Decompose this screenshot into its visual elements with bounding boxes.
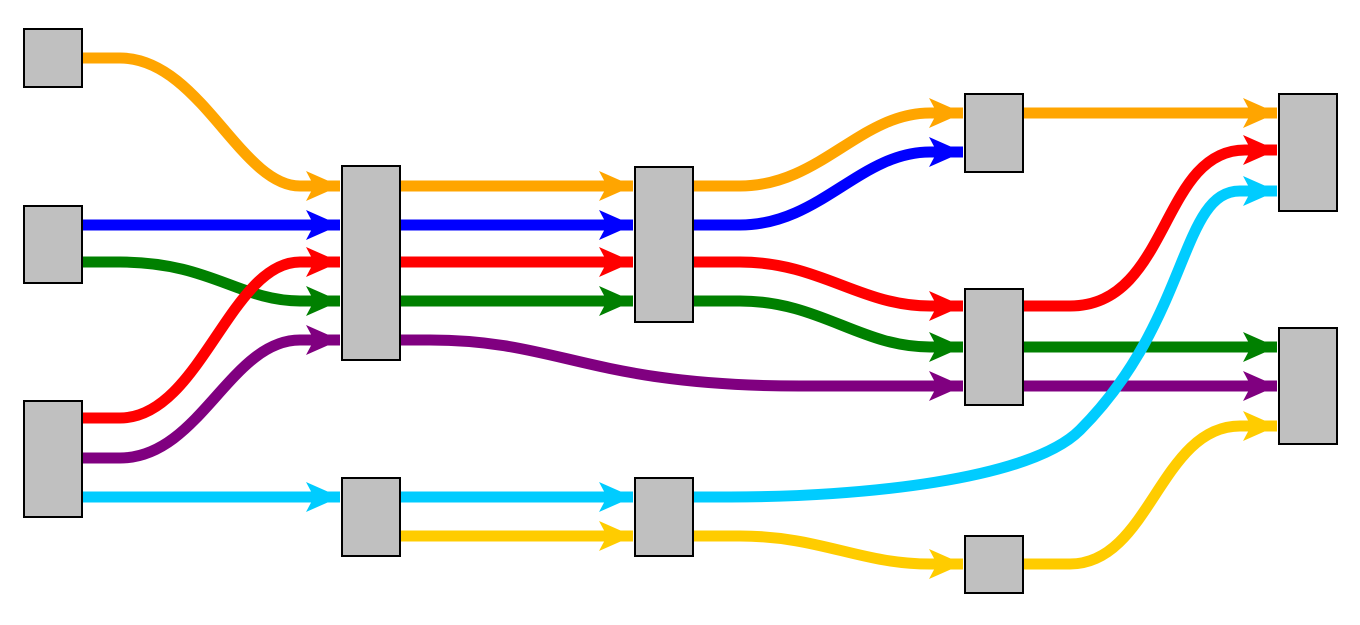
- flow-purple-hubA-hubF: [400, 334, 963, 401]
- node-hub-c: [634, 166, 694, 323]
- node-sink-1: [1278, 93, 1338, 212]
- flow-orange-hubC-nodeE: [693, 98, 963, 192]
- flow-nodes: [23, 28, 1338, 594]
- flow-red-source3-hubA: [82, 247, 340, 424]
- flow-yellow-nodeG-sink2: [1023, 411, 1277, 570]
- node-hub-f: [964, 288, 1024, 406]
- node-source-2: [23, 205, 83, 284]
- flow-red-hubC-hubF: [693, 256, 963, 321]
- flow-green-hubC-hubF: [693, 295, 963, 362]
- node-g: [964, 535, 1024, 594]
- flow-blue-hubC-nodeE: [693, 137, 963, 231]
- node-e: [964, 93, 1024, 173]
- node-source-3: [23, 400, 83, 518]
- flow-edges: [82, 52, 1277, 579]
- node-d: [634, 477, 694, 557]
- node-b: [341, 477, 401, 557]
- flow-purple-source3-hubA: [82, 325, 340, 464]
- flow-cyan-nodeD-sink1: [693, 176, 1277, 503]
- flow-orange-source1-hubA: [82, 52, 340, 201]
- node-sink-2: [1278, 327, 1338, 445]
- flow-green-source2-hubA: [82, 256, 340, 316]
- node-source-1: [23, 28, 83, 88]
- flow-yellow-nodeD-nodeG: [693, 530, 963, 579]
- flow-red-hubF-sink1: [1023, 135, 1277, 312]
- node-hub-a: [341, 165, 401, 361]
